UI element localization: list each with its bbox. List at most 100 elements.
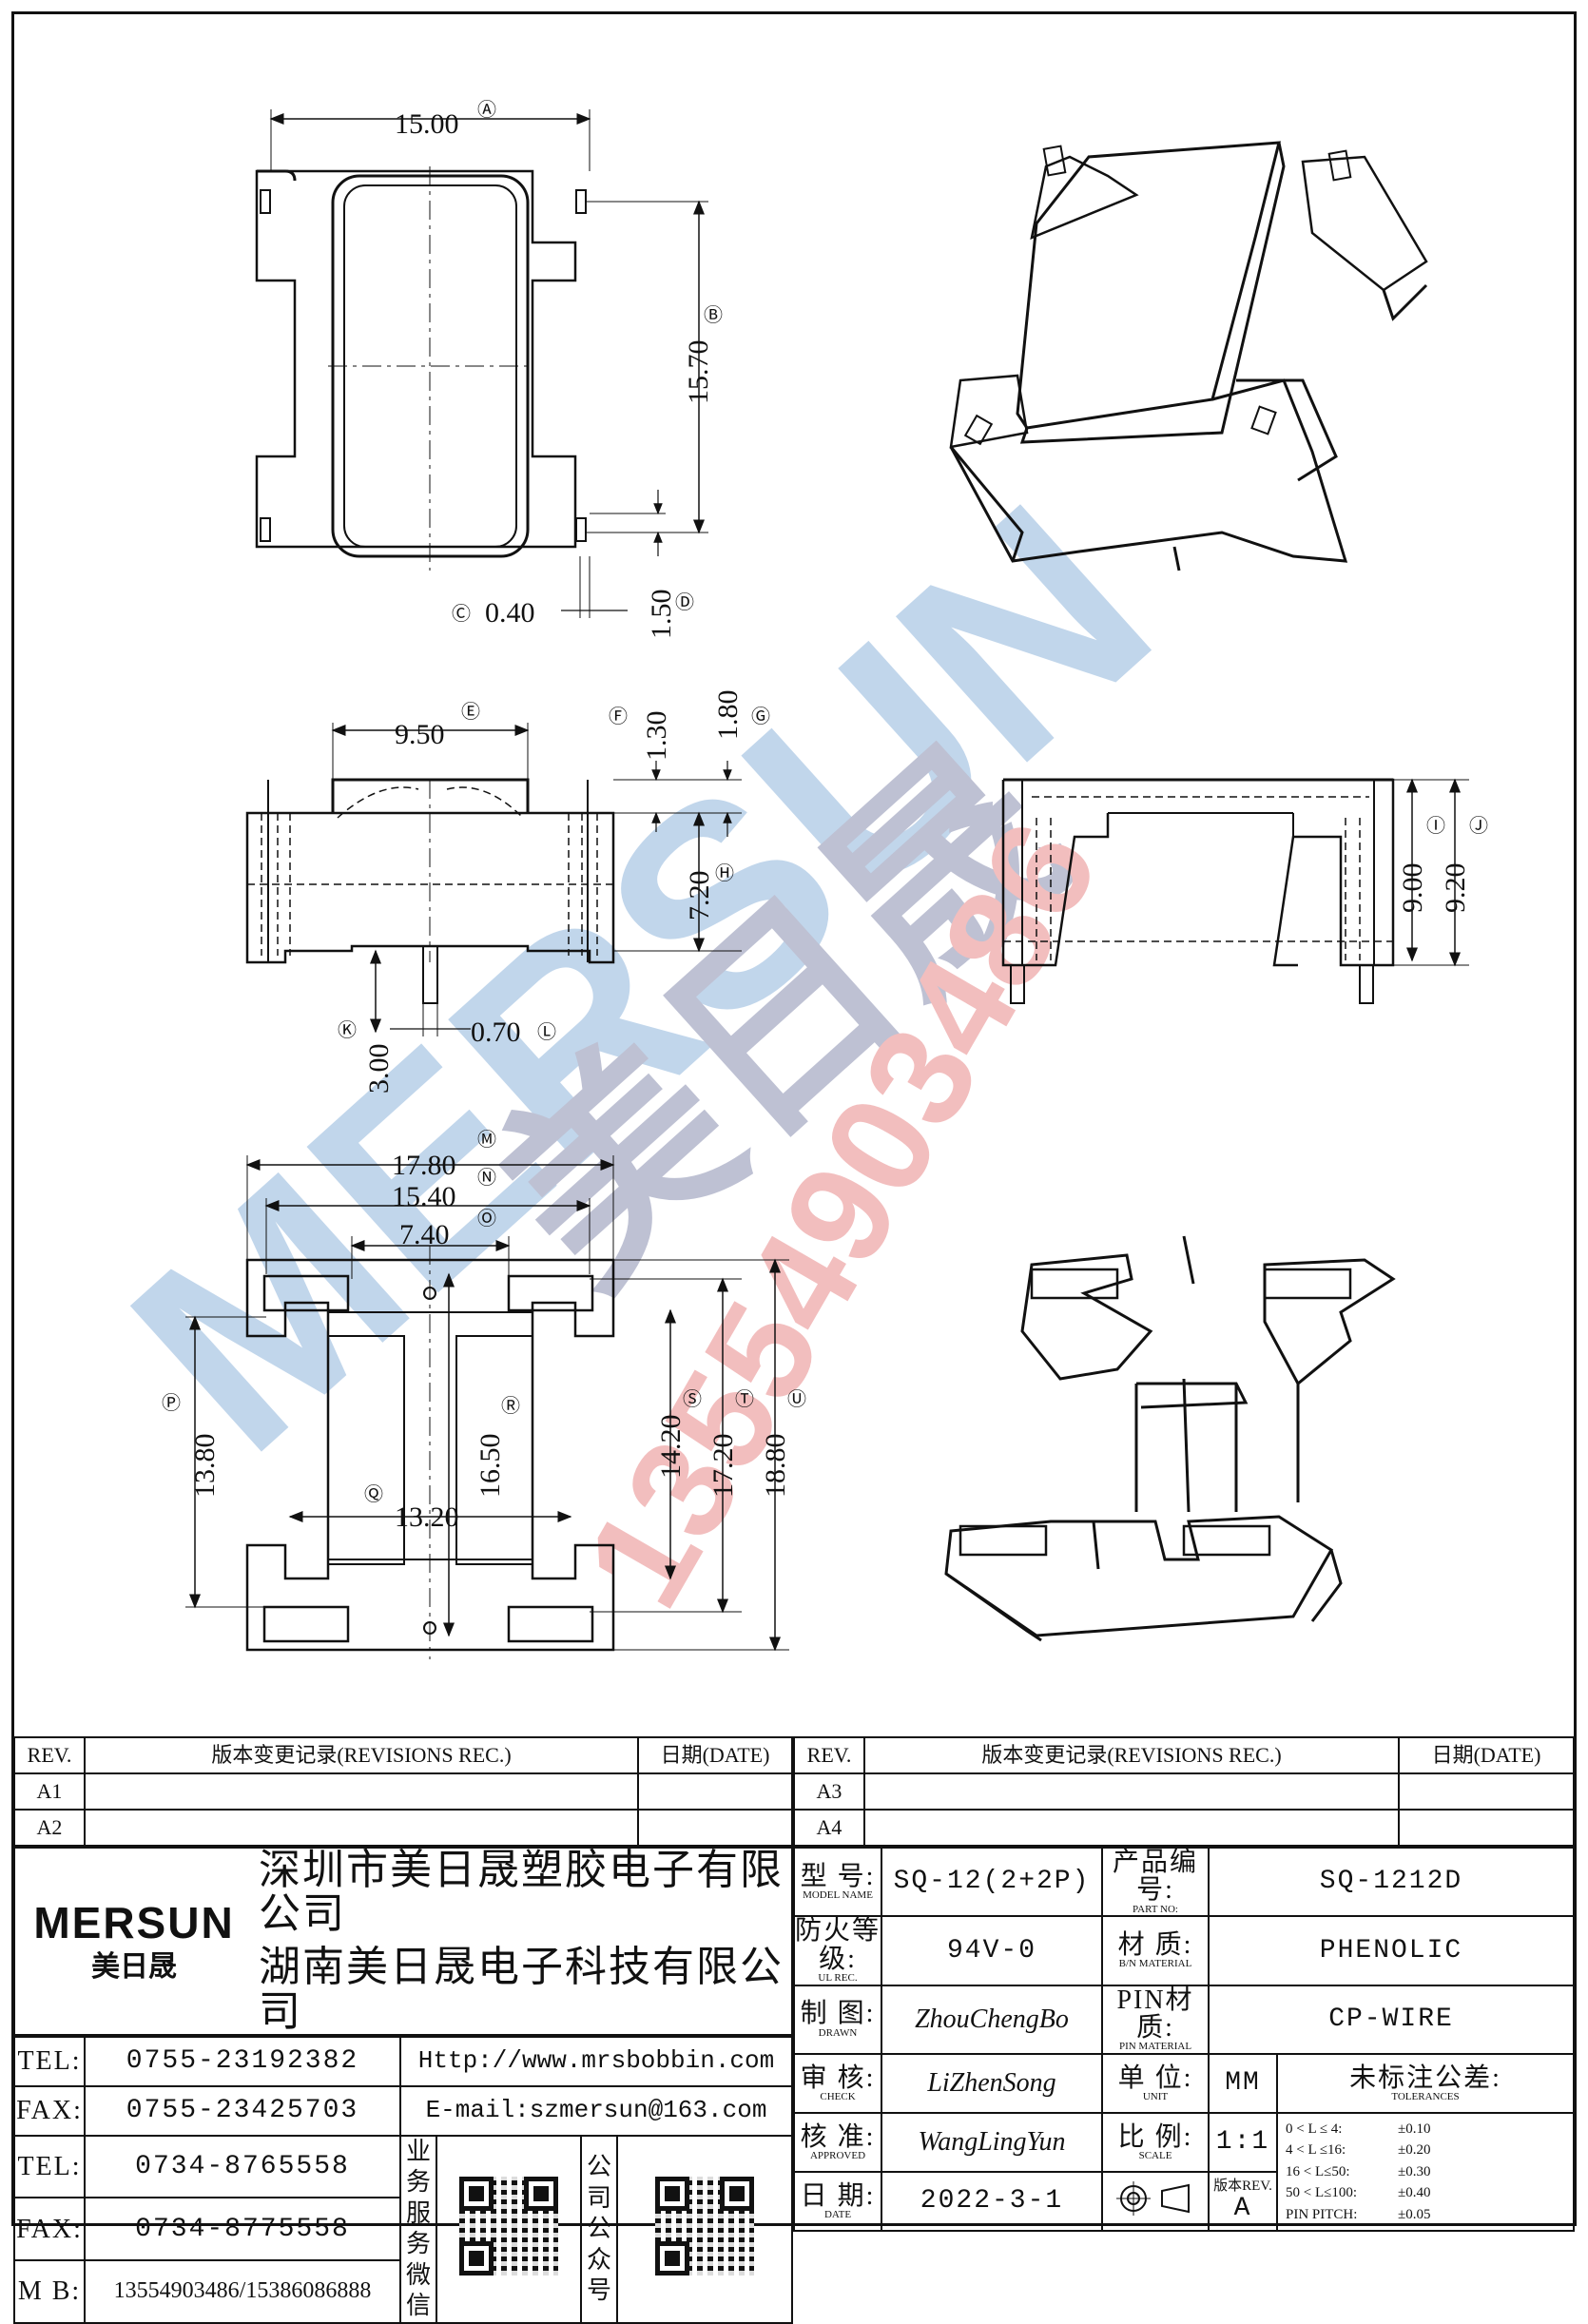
tol-row-1: 0 < L ≤ 4:±0.10 (1286, 2121, 1431, 2137)
website[interactable]: Http://www.mrsbobbin.com (399, 2035, 793, 2087)
date-sub: DATE (823, 2208, 852, 2220)
dim-k-value: 3.00 (363, 1044, 395, 1094)
dim-i-value: 9.00 (1397, 863, 1428, 914)
dim-i-label: Ⓘ (1426, 814, 1445, 837)
dim-h-value: 7.20 (684, 871, 715, 921)
projection-symbol (1101, 2170, 1210, 2232)
rev-cell: 版本REV.A (1208, 2170, 1278, 2232)
email[interactable]: E-mail:szmersun@163.com (399, 2084, 793, 2137)
title-block-right: REV. 版本变更记录(REVISIONS REC.) 日期(DATE) A3 … (793, 1736, 1575, 2232)
dim-u-value: 18.80 (760, 1434, 791, 1499)
model-label-cell: 型 号:MODEL NAME (793, 1846, 882, 1918)
fax-label-1: FAX: (13, 2084, 86, 2137)
dimension-labels: 15.00 Ⓐ 15.70 Ⓑ Ⓒ 0.40 1.50 Ⓓ 9.50 Ⓔ Ⓕ 1… (162, 98, 1488, 1533)
material-sub: B/N MATERIAL (1118, 1958, 1192, 1970)
ul-label-cell: 防火等级:UL REC. (793, 1915, 882, 1986)
dim-j-value: 9.20 (1440, 863, 1471, 914)
logo-cn: 美日晟 (91, 1949, 177, 1984)
contact-table: TEL: 0755-23192382 Http://www.mrsbobbin.… (13, 2035, 793, 2324)
dim-m-value: 17.80 (392, 1150, 456, 1181)
drawn-label-cell: 制 图:DRAWN (793, 1984, 882, 2055)
mb-label: M B: (13, 2259, 86, 2324)
company-name-2: 湖南美日晟电子科技有限公司 (259, 1943, 784, 2036)
dim-a-value: 15.00 (395, 108, 459, 140)
dim-t-label: Ⓣ (735, 1387, 754, 1410)
scale-sub: SCALE (1138, 2149, 1172, 2161)
unit-label-cell: 单 位:UNIT (1101, 2052, 1210, 2114)
dim-n-value: 15.40 (392, 1181, 456, 1212)
projection-icon (1116, 2180, 1190, 2216)
mb-value: 13554903486/15386086888 (84, 2259, 401, 2324)
date-label-cell: 日 期:DATE (793, 2170, 882, 2232)
check-label: 审 核: (800, 2063, 876, 2093)
dim-c-value: 0.40 (485, 597, 535, 629)
qr-public-label: 公司公众号 (580, 2134, 618, 2324)
pin-label-cell: PIN材质:PIN MATERIAL (1101, 1984, 1210, 2055)
dim-q-value: 13.20 (395, 1501, 459, 1533)
drawn-value: ZhouChengBo (881, 1984, 1103, 2055)
tol-label: 未标注公差: (1349, 2063, 1501, 2093)
part-value: SQ-1212D (1208, 1846, 1575, 1918)
rev-record-header-right: 版本变更记录(REVISIONS REC.) (863, 1736, 1400, 1774)
material-value: PHENOLIC (1208, 1915, 1575, 1986)
tol-row-2: 4 < L ≤16:±0.20 (1286, 2142, 1431, 2159)
unit-sub: UNIT (1142, 2090, 1169, 2102)
dim-k-label: Ⓚ (338, 1018, 357, 1041)
revision-table-left: REV. 版本变更记录(REVISIONS REC.) 日期(DATE) A1 … (13, 1736, 793, 1847)
rev-row-a2: A2 (13, 1809, 86, 1847)
unit-value: MM (1208, 2052, 1278, 2114)
tel-value-1: 0755-23192382 (84, 2035, 401, 2087)
dim-o-value: 7.40 (399, 1219, 450, 1250)
date-value: 2022-3-1 (881, 2170, 1103, 2232)
dim-a-label: Ⓐ (477, 98, 496, 121)
rev-row-a1: A1 (13, 1772, 86, 1811)
drawn-label: 制 图: (800, 1999, 876, 2029)
pin-value: CP-WIRE (1208, 1984, 1575, 2055)
dim-g-label: Ⓖ (751, 705, 770, 727)
dim-r-value: 16.50 (474, 1434, 506, 1499)
approved-label: 核 准: (800, 2121, 876, 2152)
ul-label: 防火等级: (795, 1916, 881, 1974)
model-sub: MODEL NAME (803, 1889, 873, 1902)
dim-d-label: Ⓓ (675, 591, 694, 613)
dim-s-label: Ⓢ (683, 1387, 702, 1410)
company-logo: MERSUN 美日晟 (13, 1847, 253, 2036)
company-name-1: 深圳市美日晟塑胶电子有限公司 (259, 1846, 784, 1939)
pin-label: PIN材质: (1116, 1985, 1194, 2043)
tel-label-2: TEL: (13, 2134, 86, 2199)
dim-p-label: Ⓟ (162, 1391, 181, 1414)
check-label-cell: 审 核:CHECK (793, 2052, 882, 2114)
rev-date-header: 日期(DATE) (637, 1736, 793, 1774)
qr-service-code (436, 2134, 582, 2324)
qr-public-code (616, 2134, 793, 2324)
fax-label-2: FAX: (13, 2197, 86, 2262)
tol-row-4: 50 < L≤100:±0.40 (1286, 2185, 1431, 2201)
tol-sub: TOLERANCES (1391, 2090, 1460, 2102)
tolerance-list: 0 < L ≤ 4:±0.10 4 < L ≤16:±0.20 16 < L≤5… (1276, 2111, 1575, 2232)
dim-r-label: Ⓡ (501, 1394, 520, 1417)
qr-code-icon (655, 2177, 754, 2276)
front-view (245, 723, 742, 1036)
dim-f-value: 1.30 (641, 711, 672, 762)
scale-value: 1:1 (1208, 2111, 1278, 2173)
approved-label-cell: 核 准:APPROVED (793, 2111, 882, 2173)
dim-l-value: 0.70 (471, 1017, 521, 1048)
scale-label-cell: 比 例:SCALE (1101, 2111, 1210, 2173)
iso-view-top (949, 141, 1428, 571)
part-label: 产品编号: (1112, 1848, 1198, 1906)
revision-table-right: REV. 版本变更记录(REVISIONS REC.) 日期(DATE) A3 … (793, 1736, 1575, 1847)
dim-o-label: Ⓞ (477, 1207, 496, 1230)
spec-table: 型 号:MODEL NAME SQ-12(2+2P) 产品编号:PART NO:… (793, 1846, 1575, 2232)
rev-label: 版本REV. (1213, 2179, 1272, 2195)
dim-b-value: 15.70 (683, 340, 714, 405)
iso-view-bottom (944, 1235, 1396, 1642)
tol-label-cell: 未标注公差:TOLERANCES (1276, 2052, 1575, 2114)
fax-value-1: 0755-23425703 (84, 2084, 401, 2137)
rev-row-a3: A3 (793, 1772, 865, 1811)
dim-f-label: Ⓕ (609, 705, 628, 727)
dim-n-label: Ⓝ (477, 1166, 496, 1189)
dim-j-label: Ⓙ (1469, 814, 1488, 837)
part-label-cell: 产品编号:PART NO: (1101, 1846, 1210, 1918)
bottom-view (185, 1155, 789, 1659)
dim-b-label: Ⓑ (704, 303, 723, 326)
